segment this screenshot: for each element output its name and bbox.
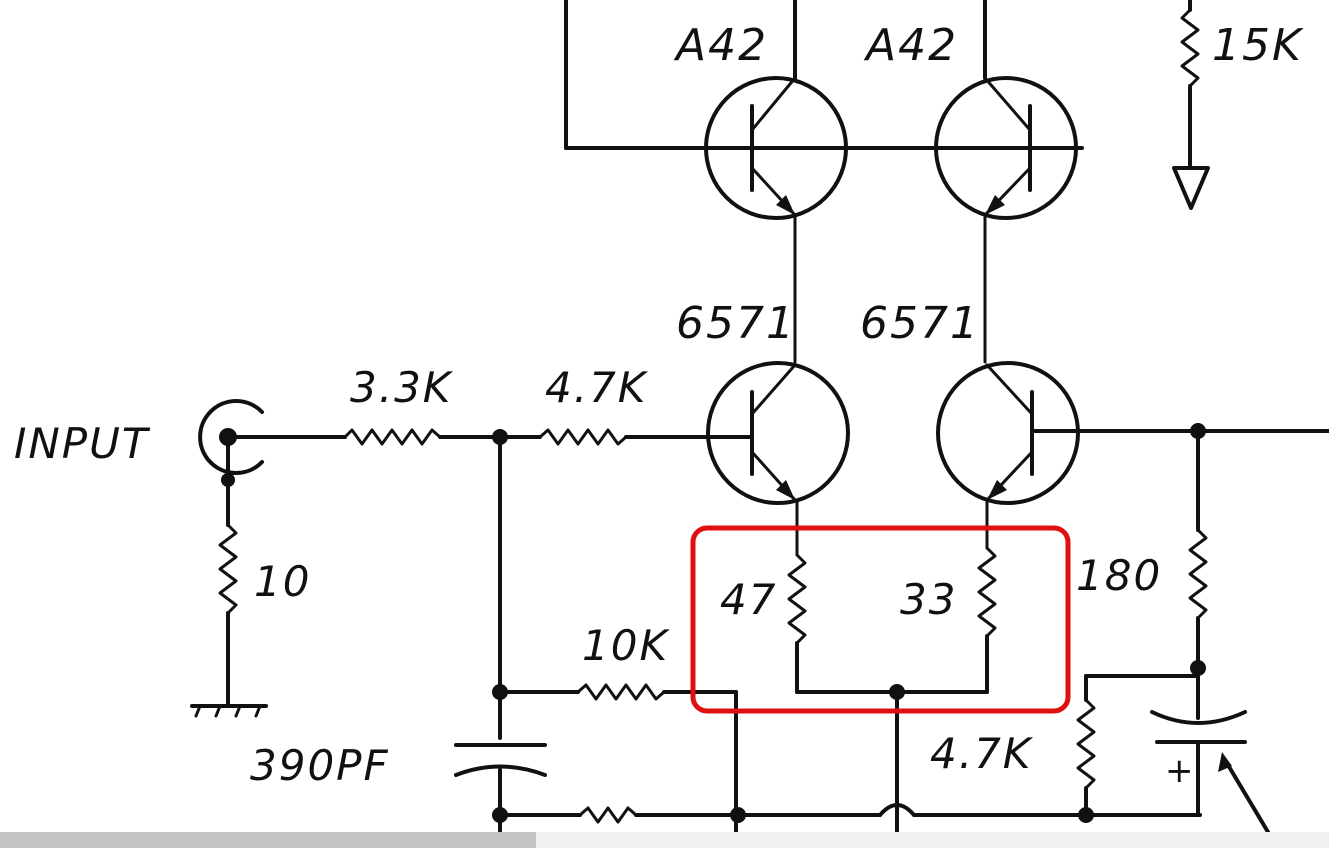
- label-390pf: 390PF: [250, 741, 390, 790]
- label-10k: 10K: [582, 621, 670, 670]
- horizontal-scrollbar[interactable]: [0, 832, 1329, 848]
- resistor-bottom-partial: [578, 806, 638, 824]
- label-6571-left: 6571: [676, 298, 796, 349]
- resistor-10: [218, 523, 238, 615]
- capacitor-electrolytic: [1150, 710, 1270, 832]
- label-6571-right: 6571: [860, 298, 980, 349]
- label-4-7k-input: 4.7K: [545, 363, 649, 412]
- label-a42-left: A42: [673, 20, 768, 71]
- resistor-33: [977, 546, 997, 638]
- resistor-4-7k-input: [538, 428, 628, 446]
- resistor-4-7k-bottom: [1076, 698, 1096, 790]
- label-33: 33: [900, 575, 957, 624]
- label-4-7k-bottom: 4.7K: [930, 729, 1034, 778]
- resistor-3-3k: [343, 428, 442, 446]
- transistor-6571-left: [706, 361, 850, 505]
- label-15k: 15K: [1212, 20, 1304, 71]
- resistor-47: [787, 553, 807, 645]
- ground-symbol: [190, 704, 268, 718]
- label-180: 180: [1076, 551, 1162, 600]
- resistor-15k: [1172, 0, 1210, 210]
- label-capacitor-plus: +: [1165, 751, 1196, 791]
- label-a42-right: A42: [863, 20, 958, 71]
- label-3-3k: 3.3K: [350, 363, 454, 412]
- label-10: 10: [254, 557, 311, 606]
- capacitor-390pf: [454, 743, 547, 777]
- label-input: INPUT: [14, 419, 151, 468]
- highlight-box: [690, 525, 1071, 714]
- scrollbar-thumb[interactable]: [0, 832, 536, 848]
- resistor-10k: [576, 683, 666, 701]
- resistor-180: [1188, 528, 1208, 620]
- label-47: 47: [720, 575, 777, 624]
